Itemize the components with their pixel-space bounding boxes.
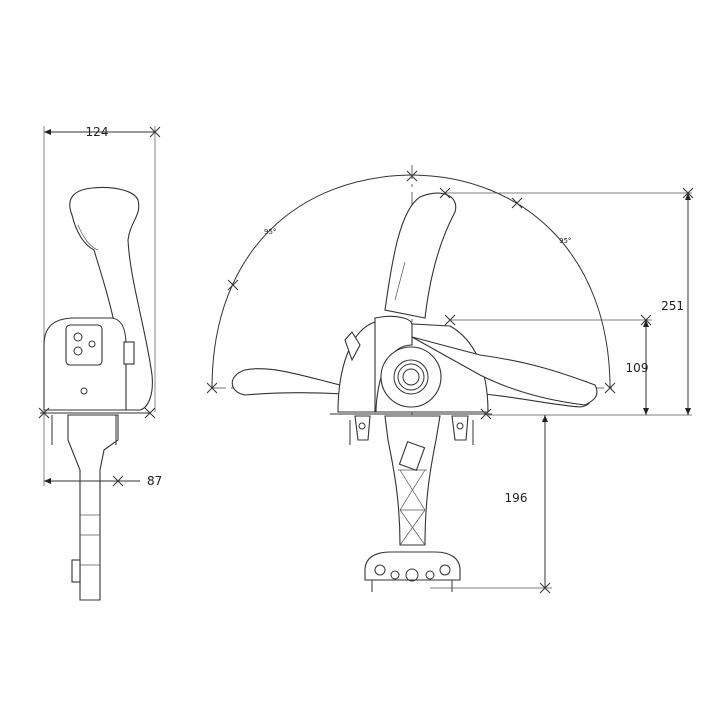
dim-109-label: 109 [626,361,649,375]
lever-up [384,192,457,319]
dim-196-label: 196 [505,491,528,505]
dim-87-label: 87 [147,474,162,488]
side-switch-panel [65,324,103,366]
dim-251-label: 251 [661,299,684,313]
angle-left-label: 95° [264,228,276,236]
lever-left [231,368,346,396]
side-stem [67,414,119,601]
side-view: 124 87 [38,125,162,601]
front-stem [384,415,441,546]
angle-right-label: 95° [559,237,571,245]
dim-124-label: 124 [86,125,109,139]
mounting-plate [364,551,461,581]
front-view: 251 109 196 95° 95° [206,165,694,594]
